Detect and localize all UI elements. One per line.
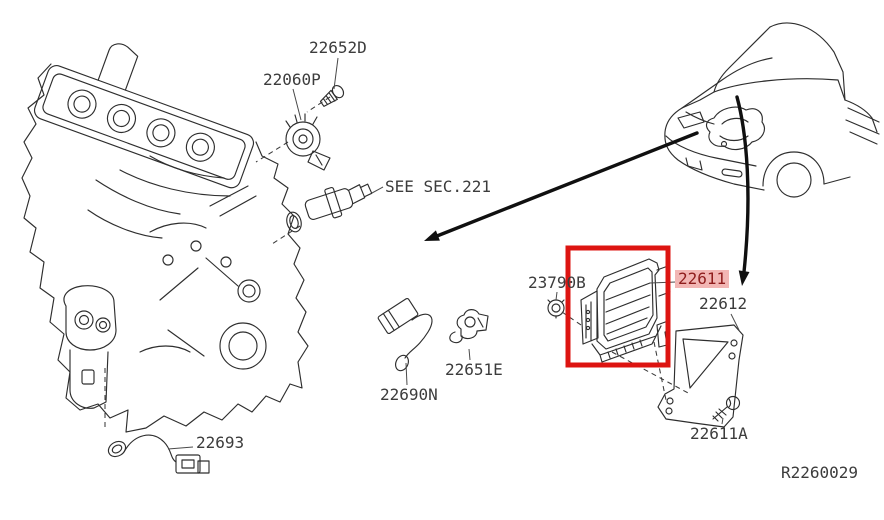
part-label-22690n[interactable]: 22690N (380, 385, 438, 404)
leader-lines (167, 57, 740, 450)
harness-sensor-22693-drawing (107, 434, 210, 474)
engine-illustration (21, 43, 309, 433)
part-label-22651e[interactable]: 22651E (445, 360, 503, 379)
oxygen-sensor-22690n-drawing (377, 298, 433, 372)
mounting-bracket-22612-drawing (657, 324, 744, 428)
see-section-note: SEE SEC.221 (385, 177, 491, 196)
arrow-to-ecm (735, 95, 750, 286)
ecm-module-drawing (580, 258, 671, 363)
bolt-22652d-drawing (319, 84, 345, 107)
knock-sensor-drawing (285, 113, 331, 171)
part-label-22611-highlighted[interactable]: 22611 (675, 270, 730, 288)
nut-23790b-drawing (547, 299, 565, 319)
part-label-22693[interactable]: 22693 (196, 433, 245, 452)
part-label-23790b[interactable]: 23790B (528, 273, 586, 292)
car-illustration (664, 22, 880, 198)
part-label-22060p[interactable]: 22060P (263, 70, 321, 89)
highlight-box (565, 245, 671, 368)
part-label-22611a[interactable]: 22611A (690, 424, 748, 443)
reference-code: R2260029 (781, 463, 859, 482)
camshaft-sensor-drawing (286, 183, 373, 233)
bolt-22611a-drawing (712, 395, 741, 422)
clip-22651e-drawing (449, 309, 489, 344)
part-label-22652d[interactable]: 22652D (309, 38, 367, 57)
part-label-22612[interactable]: 22612 (699, 294, 748, 313)
arrow-to-engine (424, 131, 699, 241)
